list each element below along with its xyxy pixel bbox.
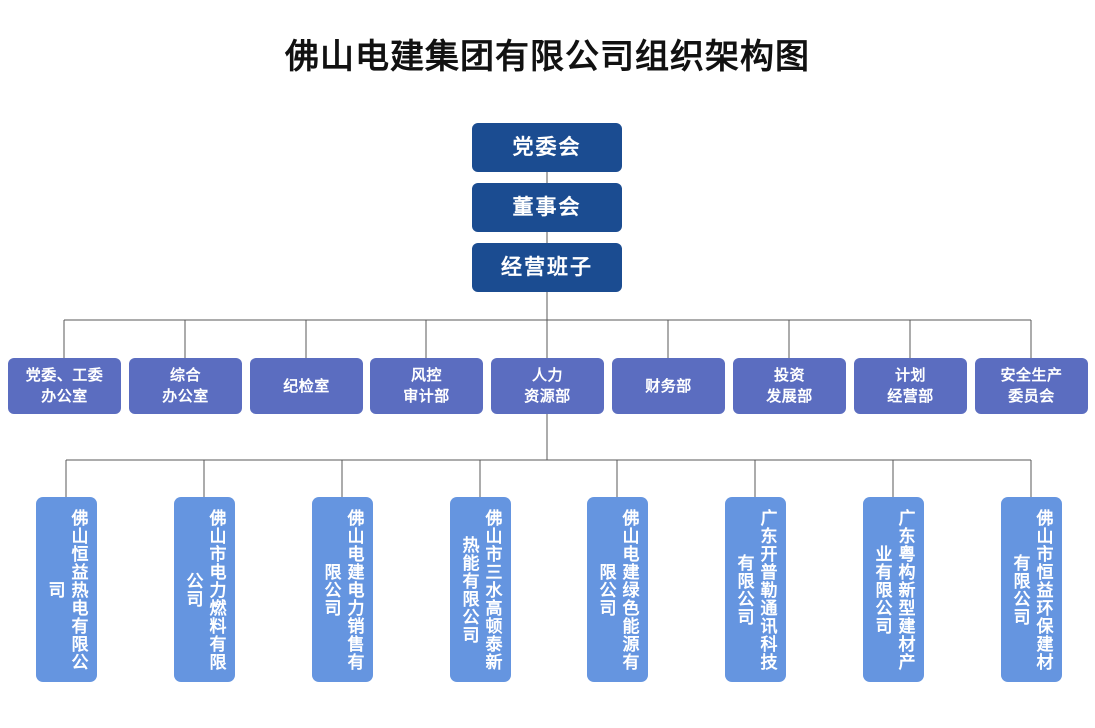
- page-title: 佛山电建集团有限公司组织架构图: [285, 38, 810, 76]
- node-dept-finance[interactable]: 财务部: [612, 358, 725, 414]
- node-dept-risk-control-audit[interactable]: 风控 审计部: [370, 358, 483, 414]
- node-dept-human-resources[interactable]: 人力 资源部: [491, 358, 604, 414]
- node-sub-kepler-communication-tech[interactable]: 广东开普勒通讯科技有限公司: [725, 497, 786, 682]
- node-sub-sanshui-gaoduntai-new-energy[interactable]: 佛山市三水高顿泰新热能有限公司: [450, 497, 511, 682]
- node-sub-power-sales[interactable]: 佛山电建电力销售有限公司: [312, 497, 373, 682]
- node-sub-electric-power-fuel[interactable]: 佛山市电力燃料有限公司: [174, 497, 235, 682]
- node-dept-general-office[interactable]: 综合 办公室: [129, 358, 242, 414]
- node-sub-green-energy[interactable]: 佛山电建绿色能源有限公司: [587, 497, 648, 682]
- node-dept-party-union-office[interactable]: 党委、工委 办公室: [8, 358, 121, 414]
- node-management-team[interactable]: 经营班子: [472, 243, 622, 292]
- node-sub-yuegou-new-building-materials[interactable]: 广东粤构新型建材产业有限公司: [863, 497, 924, 682]
- node-sub-hengyi-environmental-building-materials[interactable]: 佛山市恒益环保建材有限公司: [1001, 497, 1062, 682]
- node-sub-hengyi-thermal-power[interactable]: 佛山恒益热电有限公司: [36, 497, 97, 682]
- node-dept-discipline-inspection[interactable]: 纪检室: [250, 358, 363, 414]
- node-dept-safety-production-committee[interactable]: 安全生产 委员会: [975, 358, 1088, 414]
- node-dept-investment-development[interactable]: 投资 发展部: [733, 358, 846, 414]
- node-dept-planning-operations[interactable]: 计划 经营部: [854, 358, 967, 414]
- node-board-of-directors[interactable]: 董事会: [472, 183, 622, 232]
- node-party-committee[interactable]: 党委会: [472, 123, 622, 172]
